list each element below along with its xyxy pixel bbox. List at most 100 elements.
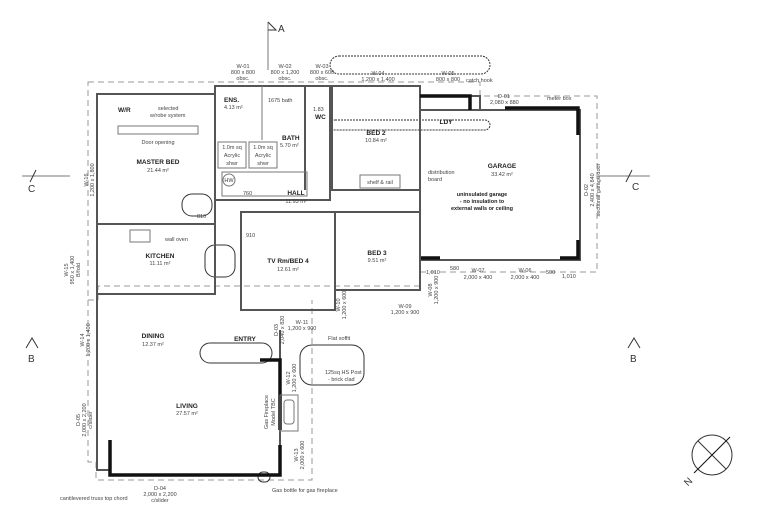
window-w02-label: W-02 800 x 1,200 obsc.	[271, 64, 300, 82]
dimension-500: 500	[546, 270, 555, 276]
ens-label: ENS.	[224, 97, 239, 104]
window-w08-label: W-08 1,200 x 900	[428, 276, 440, 305]
svg-text:W-06: W-06	[518, 268, 531, 274]
svg-text:uninsulated garage: uninsulated garage	[457, 192, 507, 198]
svg-text:2,000 x 2,200: 2,000 x 2,200	[82, 403, 88, 436]
bed2-area: 10.84 m²	[365, 138, 387, 144]
svg-text:950 x 1,400: 950 x 1,400	[70, 256, 76, 285]
dimension-580: 580	[450, 266, 459, 272]
bath-area: 5.70 m²	[280, 143, 299, 149]
svg-text:Acrylic: Acrylic	[255, 153, 271, 159]
north-compass-icon: N	[682, 434, 733, 489]
svg-text:D-03: D-03	[274, 324, 280, 336]
bed3-area: 9.51 m²	[368, 258, 387, 264]
wall-oven-label: wall oven	[164, 237, 188, 243]
laundry-label: LDY	[440, 119, 454, 126]
distribution-board-label: distribution	[428, 170, 455, 176]
garage-label: GARAGE	[488, 163, 517, 170]
post-note-2: - brick clad	[328, 377, 355, 383]
svg-text:Model TBC: Model TBC	[271, 398, 277, 425]
svg-text:- no insulation to: - no insulation to	[460, 199, 505, 205]
garage-area: 33.42 m²	[491, 172, 513, 178]
window-w06-label: W-06 2,000 x 400	[511, 268, 540, 281]
window-w15-label: W-15 950 x 1,400 B/fold	[64, 256, 82, 285]
svg-text:B: B	[630, 354, 637, 365]
shower-2: 1.0m sq Acrylic shwr	[253, 145, 273, 167]
svg-text:1.0m sq: 1.0m sq	[222, 145, 242, 151]
door-d05-label: D-05 2,000 x 2,200 c/slider	[76, 403, 94, 436]
svg-text:C: C	[28, 184, 35, 195]
dimension-910: 910	[246, 233, 255, 239]
svg-text:W-08: W-08	[428, 283, 434, 296]
svg-text:1.0m sq: 1.0m sq	[253, 145, 273, 151]
svg-text:1,200 x 600: 1,200 x 600	[342, 291, 348, 320]
dining-label: DINING	[142, 333, 165, 340]
window-w11-label: W-11 1,200 x 900	[288, 320, 317, 332]
svg-text:W-04: W-04	[371, 71, 384, 77]
master-bed-label: MASTER BED	[137, 159, 180, 166]
kitchen-label: KITCHEN	[146, 253, 175, 260]
svg-text:W-10: W-10	[336, 298, 342, 311]
window-w10-label: W-10 1,200 x 600	[336, 291, 348, 320]
svg-text:W-12: W-12	[286, 371, 292, 384]
svg-text:W-13: W-13	[294, 448, 300, 461]
entry-label: ENTRY	[234, 336, 256, 343]
dimension-1010: 1,010	[426, 270, 440, 276]
svg-text:obsc.: obsc.	[236, 76, 250, 82]
tv-room-area: 12.61 m²	[277, 267, 299, 273]
hall-area: 11.93 m²	[285, 199, 306, 205]
svg-text:800 x 1,200: 800 x 1,200	[271, 70, 300, 76]
svg-text:1,200 x 1,400: 1,200 x 1,400	[361, 77, 394, 83]
svg-text:B: B	[28, 354, 35, 365]
svg-text:W-14: W-14	[80, 333, 86, 346]
tv-room-label: TV Rm/BED 4	[267, 258, 309, 265]
window-w05-label: W-05 800 x 800	[436, 71, 460, 83]
svg-text:W-01: W-01	[236, 64, 249, 70]
hot-water-label: HW	[224, 178, 234, 184]
section-marker-b-left: B	[25, 337, 39, 365]
svg-text:W-16: W-16	[84, 173, 90, 186]
svg-text:obsc.: obsc.	[278, 76, 292, 82]
post-note: 125sq HS Post	[325, 370, 362, 376]
bath-note: 1675 bath	[268, 98, 292, 104]
wc-label: WC	[315, 114, 326, 121]
door-d02-label: D-02 2,400 x 4,840 sectional garage door	[584, 163, 602, 216]
svg-text:800 x 800: 800 x 800	[436, 77, 460, 83]
fireplace-label: Gas Fireplace Model TBC	[264, 395, 277, 429]
shelf-rail-label: shelf & rail	[367, 180, 393, 186]
section-marker-c-right: C	[598, 169, 650, 193]
svg-text:W-05: W-05	[441, 71, 454, 77]
svg-text:W-15: W-15	[64, 263, 70, 276]
svg-text:800 x 600: 800 x 600	[310, 70, 334, 76]
svg-text:obsc.: obsc.	[315, 76, 329, 82]
section-marker-a: A	[267, 21, 285, 70]
svg-text:1,200 x 1,400: 1,200 x 1,400	[86, 323, 92, 356]
svg-text:N: N	[682, 476, 695, 489]
svg-text:1,200 x 900: 1,200 x 900	[434, 276, 440, 305]
dining-area: 12.37 m²	[142, 342, 164, 348]
section-marker-b-right: B	[627, 337, 641, 365]
ens-area: 4.13 m²	[224, 105, 243, 111]
section-marker-c-left: C	[22, 169, 70, 195]
svg-text:2,400 x 4,840: 2,400 x 4,840	[590, 173, 596, 206]
revision-clouds	[181, 55, 491, 483]
window-w04-label: W-04 1,200 x 1,400	[361, 71, 394, 83]
cantilever-note: cantilevered truss top chord	[60, 496, 128, 502]
svg-text:2,040 x 820: 2,040 x 820	[280, 316, 286, 345]
kitchen-area: 11.11 m²	[150, 261, 171, 267]
svg-text:shwr: shwr	[257, 161, 269, 167]
wr-note-2: w/robe system	[149, 113, 186, 119]
door-opening-label: Door opening	[141, 140, 174, 146]
wc-area: 1.83	[313, 107, 324, 113]
distribution-board-label-2: board	[428, 177, 442, 183]
svg-text:W-09: W-09	[398, 304, 411, 310]
svg-text:W-11: W-11	[296, 320, 309, 326]
window-w14-label: W-14 1,200 x 1,400	[80, 323, 92, 356]
svg-text:800 x 800: 800 x 800	[231, 70, 255, 76]
svg-text:1,200 x 900: 1,200 x 900	[288, 326, 317, 332]
svg-text:B/fold: B/fold	[76, 263, 82, 277]
svg-text:Acrylic: Acrylic	[224, 153, 240, 159]
master-bed-area: 21.44 m²	[147, 168, 169, 174]
bed2-label: BED 2	[366, 130, 386, 137]
